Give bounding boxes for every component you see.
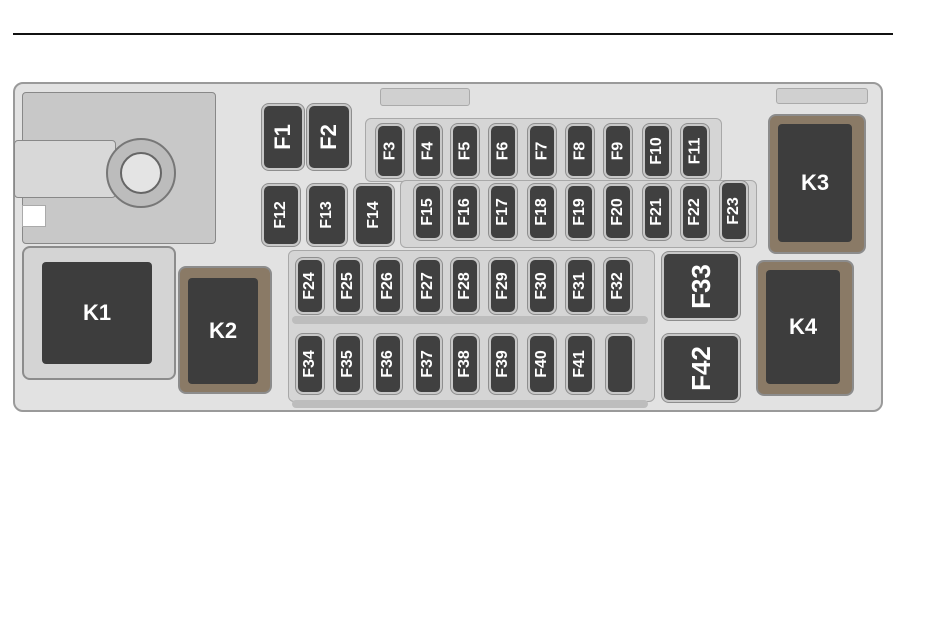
- fuse-f10: F10: [645, 126, 669, 176]
- fuse-f41: F41: [568, 336, 592, 392]
- fuse-slot-empty: [608, 336, 632, 392]
- fuse-f3: F3: [378, 126, 402, 176]
- fuse-f5: F5: [453, 126, 477, 176]
- relay-k2: K2: [188, 278, 258, 384]
- divider-strip: [292, 400, 648, 408]
- fuse-f12: F12: [264, 186, 298, 244]
- fuse-f18: F18: [530, 186, 554, 238]
- fuse-f30: F30: [530, 260, 554, 312]
- fuse-f40: F40: [530, 336, 554, 392]
- relay-k4: K4: [766, 270, 840, 384]
- fuse-f1: F1: [264, 106, 302, 168]
- fuse-f17: F17: [491, 186, 515, 238]
- fuse-f37: F37: [416, 336, 440, 392]
- fuse-f34: F34: [298, 336, 322, 392]
- battery-stud-bracket: [14, 140, 116, 198]
- fuse-f6: F6: [491, 126, 515, 176]
- housing-latch: [380, 88, 470, 106]
- fuse-f36: F36: [376, 336, 400, 392]
- fuse-f39: F39: [491, 336, 515, 392]
- fuse-f21: F21: [645, 186, 669, 238]
- stud-bolt-icon: [120, 152, 162, 194]
- fuse-f31: F31: [568, 260, 592, 312]
- fuse-f26: F26: [376, 260, 400, 312]
- fuse-f16: F16: [453, 186, 477, 238]
- fuse-f24: F24: [298, 260, 322, 312]
- fuse-f11: F11: [683, 126, 707, 176]
- header-rule: [13, 33, 893, 35]
- relay-k1: K1: [42, 262, 152, 364]
- fuse-f42: F42: [664, 336, 738, 400]
- fuse-f14: F14: [356, 186, 392, 244]
- fuse-f7: F7: [530, 126, 554, 176]
- fuse-f25: F25: [336, 260, 360, 312]
- divider-strip: [292, 316, 648, 324]
- fuse-f13: F13: [309, 186, 345, 244]
- fuse-f38: F38: [453, 336, 477, 392]
- fuse-f15: F15: [416, 186, 440, 238]
- fuse-f27: F27: [416, 260, 440, 312]
- fuse-f2: F2: [309, 106, 349, 168]
- fuse-f32: F32: [606, 260, 630, 312]
- relay-k3: K3: [778, 124, 852, 242]
- fuse-f19: F19: [568, 186, 592, 238]
- fuse-f29: F29: [491, 260, 515, 312]
- fuse-f23: F23: [722, 183, 746, 239]
- fuse-f4: F4: [416, 126, 440, 176]
- fuse-f8: F8: [568, 126, 592, 176]
- fuse-f20: F20: [606, 186, 630, 238]
- terminal-slot: [22, 205, 46, 227]
- fuse-f35: F35: [336, 336, 360, 392]
- fuse-f9: F9: [606, 126, 630, 176]
- fuse-f33: F33: [664, 254, 738, 318]
- fuse-f28: F28: [453, 260, 477, 312]
- housing-latch: [776, 88, 868, 104]
- fuse-f22: F22: [683, 186, 707, 238]
